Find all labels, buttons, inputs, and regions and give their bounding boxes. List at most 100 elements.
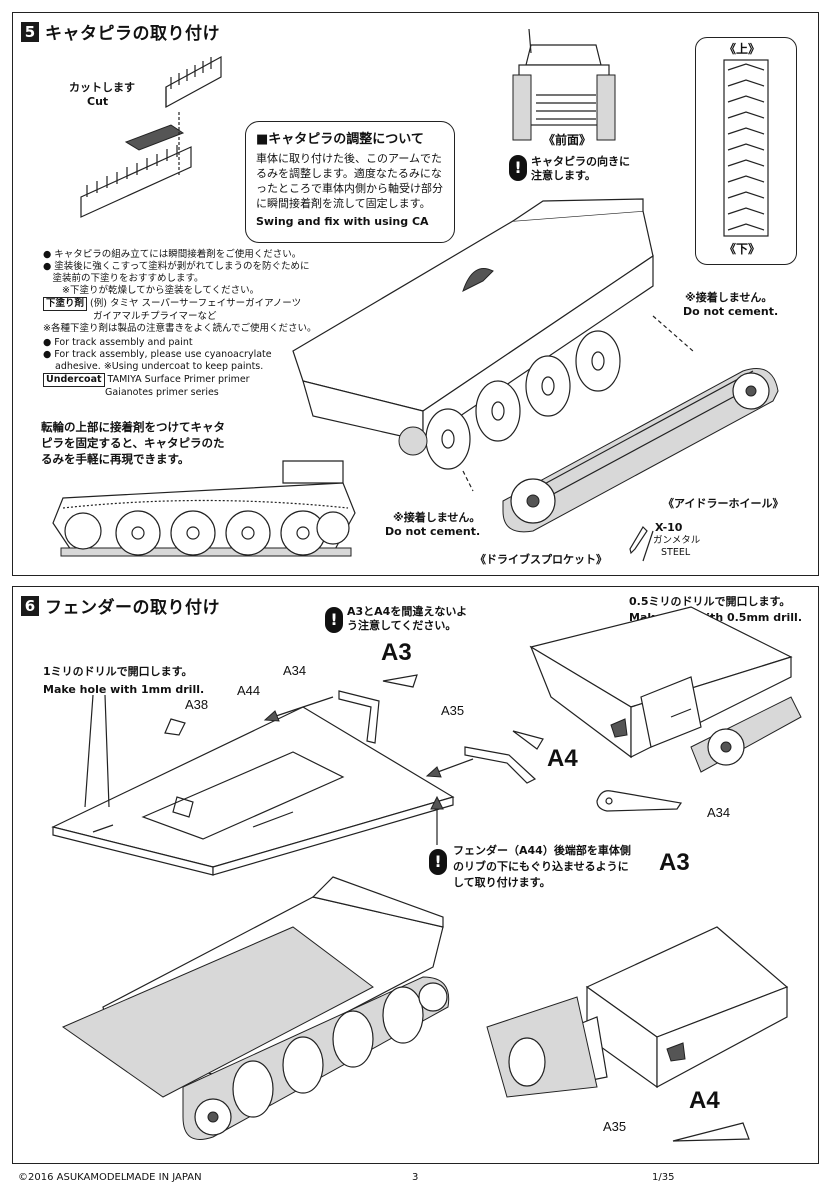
part-label-a34: A34 xyxy=(283,663,307,678)
step-title: フェンダーの取り付け xyxy=(45,598,220,618)
note-line: adhesive. ※Using undercoat to keep paint… xyxy=(55,361,264,372)
note-line: フェンダー（A44）後端部を車体側 xyxy=(453,844,631,857)
callout-english: Swing and fix with using CA xyxy=(256,215,429,228)
step-number: 5 xyxy=(21,21,39,42)
fender-a44-illustration xyxy=(51,706,455,876)
part-a3-detail-illustration xyxy=(596,790,683,812)
paint-name-en: STEEL xyxy=(661,547,691,558)
callout-heading: ■キャタピラの調整について xyxy=(256,132,424,147)
note-line: キャタピラの向きに xyxy=(531,155,630,168)
step-title: キャタピラの取り付け xyxy=(45,24,220,44)
part-a35-illustration xyxy=(464,746,537,784)
front-view-label: 《前面》 xyxy=(543,133,592,147)
track-top-label: 《上》 xyxy=(724,42,761,56)
a3-a4-caution: A3とA4を間違えないよ う注意してください。 xyxy=(347,605,467,633)
assembly-notes-en: ● For track assembly and paint ● For tra… xyxy=(43,337,272,399)
drill-1mm-note-en: Make hole with 1mm drill. xyxy=(43,683,205,696)
note-line: 転輪の上部に接着剤をつけてキャタ xyxy=(41,420,225,434)
primer-example: (例) タミヤ スーパーサーフェイサーガイアノーツ xyxy=(90,298,302,309)
no-cement-note-jp-idler: ※接着しません。 xyxy=(685,291,773,304)
part-a4-small-illustration xyxy=(512,730,544,750)
paint-callout: X-10 ガンメタル STEEL xyxy=(629,513,700,565)
cut-label-en: Cut xyxy=(87,95,109,108)
footer-copyright: ©2016 ASUKAMODEL xyxy=(18,1172,127,1183)
track-direction-note: キャタピラの向きに 注意します。 xyxy=(531,155,630,183)
step-number: 6 xyxy=(21,595,39,616)
part-label-a4-detail: A4 xyxy=(689,1087,720,1114)
rear-detail-bottom-illustration xyxy=(486,926,789,1098)
no-cement-note-en-idler: Do not cement. xyxy=(683,305,779,318)
note-line: して取り付けます。 xyxy=(453,876,551,889)
footer-scale: 1/35 xyxy=(652,1172,675,1183)
chassis-with-tracks-illustration xyxy=(292,198,779,562)
drive-sprocket-label: 《ドライブスプロケット》 xyxy=(475,553,607,566)
undercoat-tag: Undercoat xyxy=(43,373,105,387)
part-label-a35-detail: A35 xyxy=(603,1119,627,1134)
drill-05mm-note-jp: 0.5ミリのドリルで開口します。 xyxy=(629,595,791,608)
part-label-a44: A44 xyxy=(237,683,261,698)
primer-line: 下塗り剤(例) タミヤ スーパーサーフェイサーガイアノーツ xyxy=(43,297,317,311)
part-label-a38: A38 xyxy=(185,697,209,712)
part-label-a3-detail: A3 xyxy=(659,849,690,876)
rear-detail-top-illustration xyxy=(529,606,802,773)
note-line: ● For track assembly, please use cyanoac… xyxy=(43,349,272,360)
note-line: ● 塗装後に強くこすって塗料が剥がれてしまうのを防ぐために xyxy=(43,261,310,272)
part-label-a4: A4 xyxy=(547,745,578,772)
no-cement-note-jp-sprocket: ※接着しません。 xyxy=(393,511,481,524)
undercoat-example: TAMIYA Surface Primer primer xyxy=(107,374,250,385)
front-view-vehicle-illustration xyxy=(512,28,616,141)
part-a3-small-illustration xyxy=(382,674,418,688)
note-line: う注意してください。 xyxy=(347,619,457,632)
paint-code: X-10 xyxy=(655,521,683,534)
caution-icon: ! xyxy=(429,849,447,875)
footer-page-number: 3 xyxy=(412,1172,419,1183)
step-6-panel: 6 フェンダーの取り付け 1ミリのドリルで開口します。 Make hole wi… xyxy=(12,586,819,1164)
fender-install-note: フェンダー（A44）後端部を車体側 のリブの下にもぐり込ませるように して取り付… xyxy=(453,843,631,891)
note-line: ● キャタピラの組み立てには瞬間接着剤をご使用ください。 xyxy=(43,249,302,260)
track-sag-note: 転輪の上部に接着剤をつけてキャタ ピラを固定すると、キャタピラのた るみを手軽に… xyxy=(41,419,225,467)
note-line: 塗装前の下塗りをおすすめします。 xyxy=(43,273,204,284)
note-line: のリブの下にもぐり込ませるように xyxy=(453,860,629,873)
footer-made-in: MADE IN JAPAN xyxy=(126,1172,202,1183)
track-assembly-illustration xyxy=(80,55,222,218)
step-5-header: 5 キャタピラの取り付け xyxy=(21,19,220,44)
no-cement-note-en-sprocket: Do not cement. xyxy=(385,525,481,538)
cut-label-jp: カットします xyxy=(69,81,135,94)
undercoat-example-2: Gaianotes primer series xyxy=(105,387,219,398)
primer-example-2: ガイアマルチプライマーなど xyxy=(93,311,217,322)
part-a34-illustration xyxy=(338,690,380,744)
track-bottom-label: 《下》 xyxy=(724,242,761,256)
note-line: ※下塗りが乾燥してから塗装をしてください。 xyxy=(43,285,260,296)
road-wheel-set xyxy=(398,330,621,470)
paint-brush-icon xyxy=(629,526,648,555)
note-line: ピラを固定すると、キャタピラのた xyxy=(41,436,225,450)
chassis-fender-assembly-illustration xyxy=(61,876,450,1140)
road-wheels xyxy=(194,982,448,1136)
road-wheels xyxy=(64,510,350,556)
callout-body: 車体に取り付けた後、このアームでたるみを調整します。適度なたるみになったところで… xyxy=(256,152,443,210)
track-link-strip xyxy=(723,59,769,237)
drill-1mm-note-jp: 1ミリのドリルで開口します。 xyxy=(43,665,193,678)
part-label-a3: A3 xyxy=(381,639,412,666)
note-line: 注意します。 xyxy=(531,169,596,182)
track-segment xyxy=(690,696,802,773)
part-label-a35: A35 xyxy=(441,703,465,718)
step-5-panel: 5 キャタピラの取り付け カットします Cut ● キャタピラの組み立てには瞬間… xyxy=(12,12,819,576)
caution-icon: ! xyxy=(325,607,343,633)
caution-icon: ! xyxy=(509,155,527,181)
note-line: るみを手軽に再現できます。 xyxy=(41,452,190,466)
track-segment xyxy=(486,996,598,1098)
primer-caution: ※各種下塗り剤は製品の注意書きをよく読んでご使用ください。 xyxy=(43,323,317,334)
track-orientation-box: 《上》 《下》 xyxy=(695,37,797,265)
note-line: A3とA4を間違えないよ xyxy=(347,605,468,618)
side-view-vehicle-illustration xyxy=(52,460,356,557)
step-6-header: 6 フェンダーの取り付け xyxy=(21,593,220,618)
track-adjustment-callout: ■キャタピラの調整について 車体に取り付けた後、このアームでたるみを調整します。… xyxy=(245,121,455,243)
note-line: ● For track assembly and paint xyxy=(43,337,193,348)
track-loop xyxy=(502,368,779,533)
track-link-row xyxy=(86,57,212,197)
part-label-a34-detail: A34 xyxy=(707,805,731,820)
assembly-notes-jp: ● キャタピラの組み立てには瞬間接着剤をご使用ください。 ● 塗装後に強くこすっ… xyxy=(43,249,317,335)
idler-wheel-label: 《アイドラーホイール》 xyxy=(663,497,784,510)
